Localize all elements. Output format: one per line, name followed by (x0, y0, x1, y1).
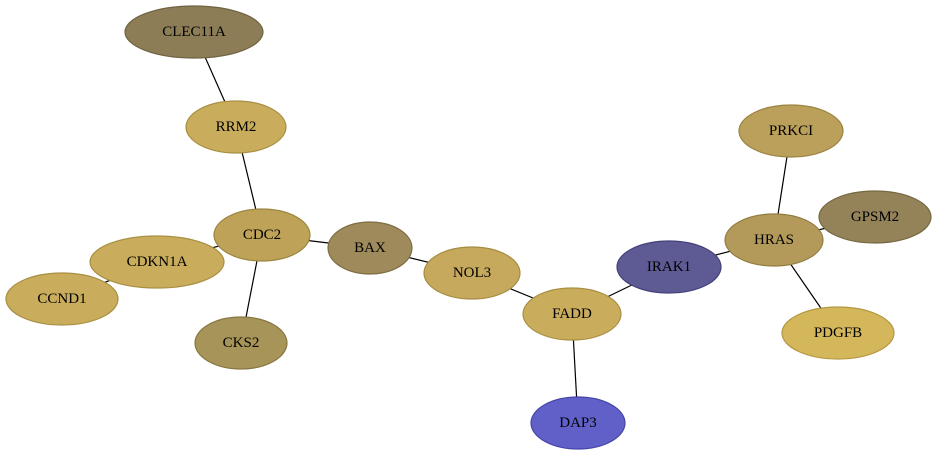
node-rrm2[interactable]: RRM2 (185, 100, 287, 154)
node-cks2[interactable]: CKS2 (194, 316, 288, 370)
node-shape[interactable] (616, 240, 722, 294)
node-ccnd1[interactable]: CCND1 (5, 272, 119, 326)
node-shape[interactable] (781, 306, 895, 360)
node-cdc2[interactable]: CDC2 (213, 208, 311, 262)
node-label: CDKN1A (127, 254, 188, 270)
node-label: NOL3 (453, 265, 491, 281)
node-label: CKS2 (223, 335, 260, 351)
node-label: PRKCI (769, 123, 813, 139)
node-label: GPSM2 (851, 209, 899, 225)
node-shape[interactable] (89, 235, 225, 289)
node-shape[interactable] (194, 316, 288, 370)
node-shape[interactable] (124, 5, 264, 59)
node-cdkn1a[interactable]: CDKN1A (89, 235, 225, 289)
node-shape[interactable] (423, 246, 521, 300)
node-clec11a[interactable]: CLEC11A (124, 5, 264, 59)
node-bax[interactable]: BAX (327, 221, 413, 275)
node-shape[interactable] (738, 104, 844, 158)
node-label: IRAK1 (647, 259, 691, 275)
node-shape[interactable] (724, 213, 824, 267)
node-label: RRM2 (216, 119, 257, 135)
node-label: CCND1 (37, 291, 86, 307)
node-nol3[interactable]: NOL3 (423, 246, 521, 300)
node-label: BAX (354, 240, 386, 256)
node-pdgfb[interactable]: PDGFB (781, 306, 895, 360)
node-shape[interactable] (213, 208, 311, 262)
node-label: CDC2 (243, 227, 281, 243)
node-fadd[interactable]: FADD (522, 287, 622, 341)
node-label: DAP3 (559, 415, 597, 431)
node-label: HRAS (754, 232, 794, 248)
node-shape[interactable] (327, 221, 413, 275)
node-shape[interactable] (185, 100, 287, 154)
node-shape[interactable] (522, 287, 622, 341)
node-irak1[interactable]: IRAK1 (616, 240, 722, 294)
node-label: CLEC11A (162, 24, 226, 40)
node-gpsm2[interactable]: GPSM2 (818, 190, 932, 244)
node-shape[interactable] (818, 190, 932, 244)
node-label: PDGFB (814, 325, 862, 341)
node-shape[interactable] (530, 396, 626, 450)
node-label: FADD (552, 306, 592, 322)
node-hras[interactable]: HRAS (724, 213, 824, 267)
node-shape[interactable] (5, 272, 119, 326)
node-dap3[interactable]: DAP3 (530, 396, 626, 450)
node-prkci[interactable]: PRKCI (738, 104, 844, 158)
